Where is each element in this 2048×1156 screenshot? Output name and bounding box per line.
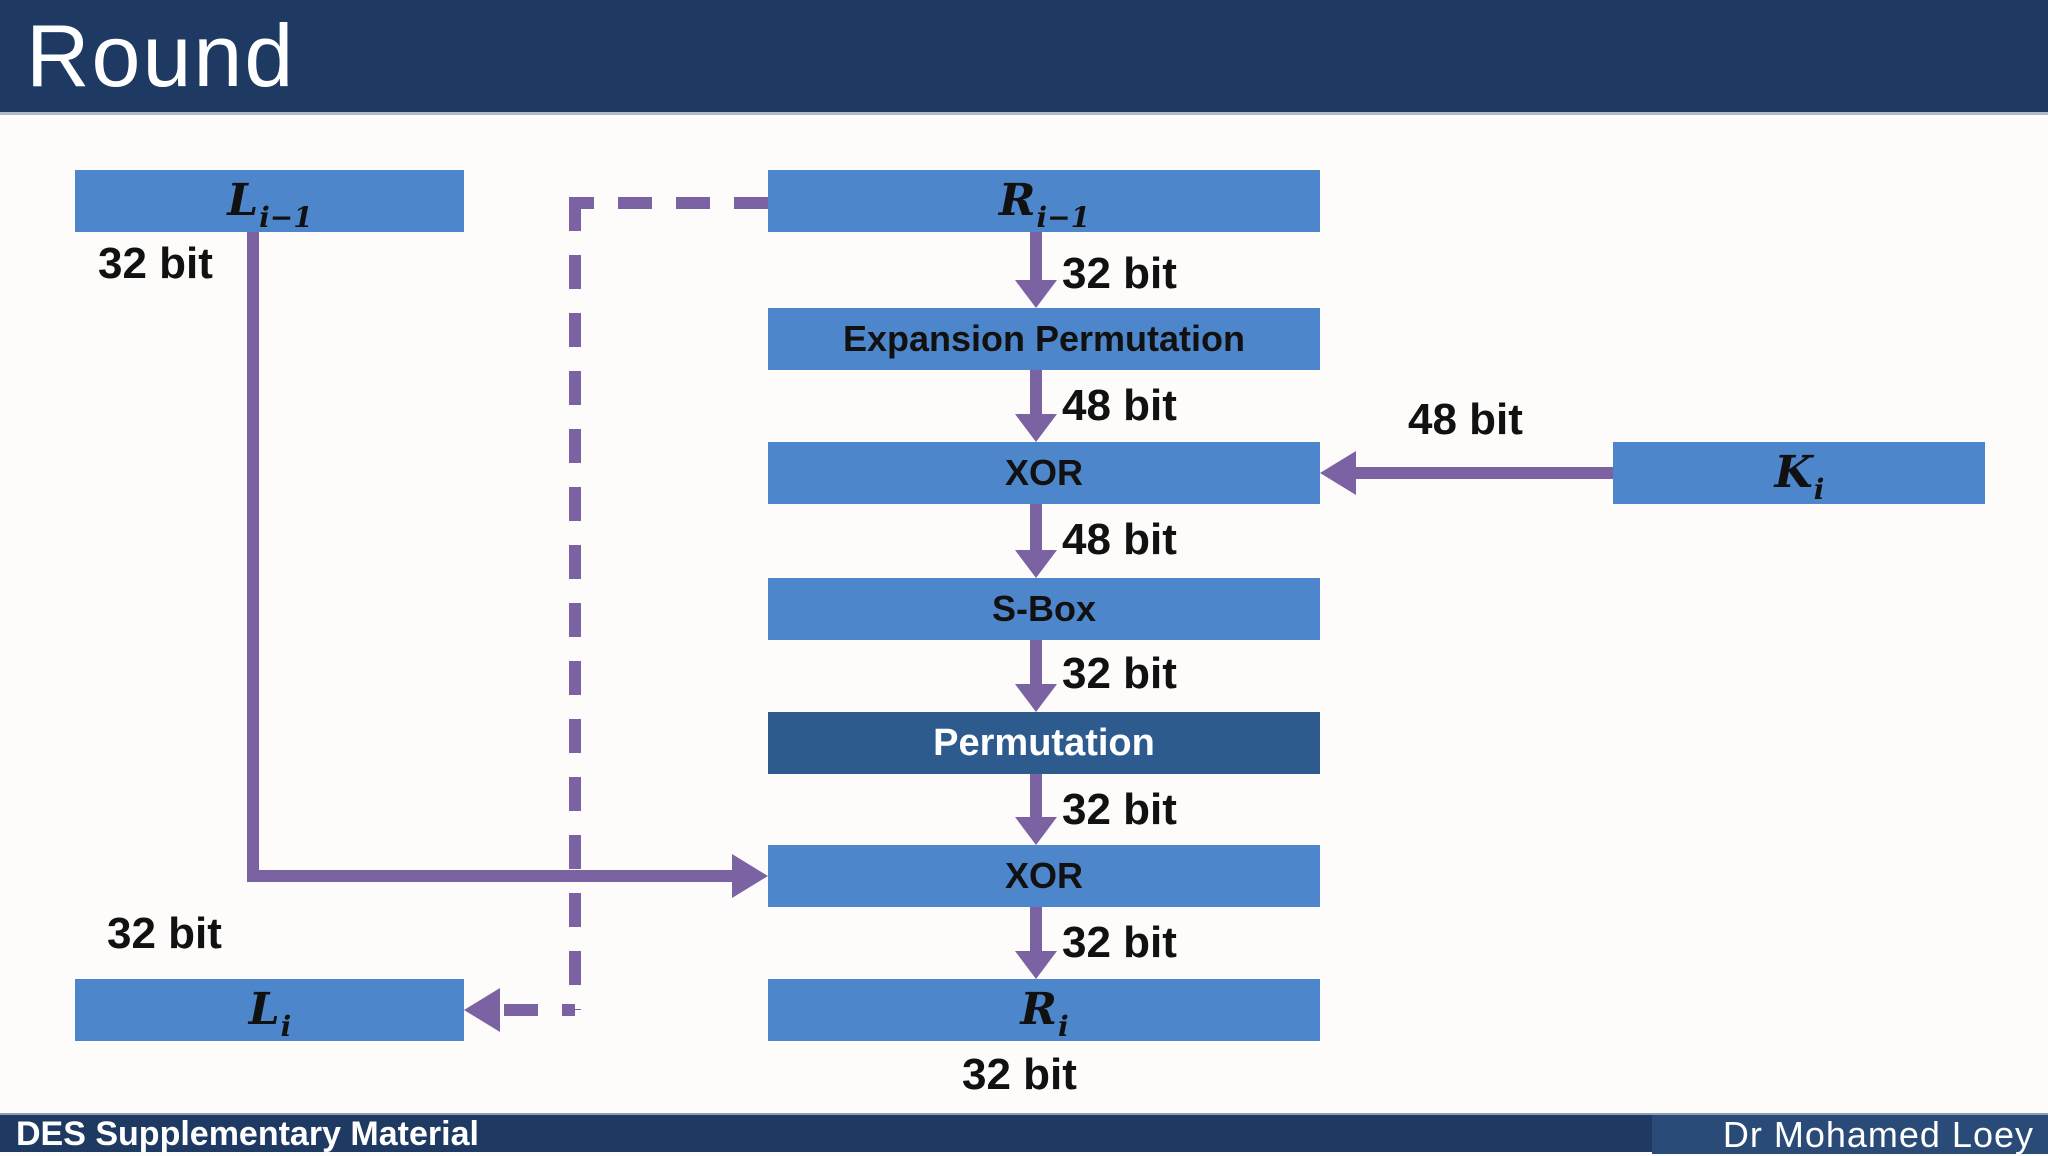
dashed-arrowhead-into-l-i [464,988,500,1032]
xor-2-label: XOR [1004,855,1083,896]
footer-material-title: DES Supplementary Material [16,1115,479,1153]
arrow-xor1-to-sbox [1030,504,1042,552]
solid-line-vertical-from-l-prev [247,232,259,882]
box-s-box: S-Box [768,578,1320,640]
bit-label-l-i-in: 32 bit [107,909,222,958]
bit-label-expansion-out: 48 bit [1062,381,1177,430]
arrow-expansion-to-xor1 [1030,370,1042,416]
box-xor-1: XOR [768,442,1320,504]
arrow-r-prev-to-expansion [1030,232,1042,282]
arrowhead-xor2-to-r-i [1015,951,1057,979]
box-r-i: Ri [768,979,1320,1041]
box-l-i: Li [75,979,464,1041]
page-title: Round [26,6,296,105]
permutation-label: Permutation [933,721,1155,764]
box-xor-2: XOR [768,845,1320,907]
box-l-prev: Li−1 [75,170,464,232]
s-box-label: S-Box [991,588,1096,629]
footer-author: Dr Mohamed Loey [1722,1113,2034,1155]
arrowhead-sbox-to-permutation [1015,684,1057,712]
bit-label-xor1-out: 48 bit [1062,515,1177,564]
footer-bar: Dr Mohamed Loey DES Supplementary Materi… [0,1113,2048,1155]
l-prev-label: Li−1 [227,175,313,234]
header-bar: Round [0,0,2048,115]
box-r-prev: Ri−1 [768,170,1320,232]
dashed-line-vertical [569,197,581,1010]
expansion-permutation-label: Expansion Permutation [842,318,1246,359]
bit-label-xor2-out: 32 bit [1062,918,1177,967]
arrow-sbox-to-permutation [1030,640,1042,686]
footer-author-box: Dr Mohamed Loey [1652,1113,2048,1155]
bit-label-permutation-out: 32 bit [1062,785,1177,834]
bit-label-l-prev: 32 bit [98,239,213,288]
solid-line-horizontal-to-xor2 [247,870,732,882]
arrowhead-r-prev-to-expansion [1015,280,1057,308]
bit-label-key-in: 48 bit [1408,395,1523,444]
bit-label-sbox-out: 32 bit [1062,649,1177,698]
xor-1-label: XOR [1004,452,1083,493]
solid-arrowhead-into-xor2 [732,854,768,898]
arrow-k-i-to-xor1 [1348,467,1613,479]
arrowhead-xor1-to-sbox [1015,550,1057,578]
r-i-label: Ri [1020,984,1069,1043]
arrow-permutation-to-xor2 [1030,774,1042,819]
r-prev-label: Ri−1 [998,175,1091,234]
l-i-label: Li [248,984,292,1043]
box-permutation: Permutation [768,712,1320,774]
box-k-i: Ki [1613,442,1985,504]
arrow-xor2-to-r-i [1030,907,1042,953]
bit-label-r-i-out: 32 bit [962,1050,1077,1099]
arrowhead-permutation-to-xor2 [1015,817,1057,845]
bit-label-r-prev-out: 32 bit [1062,249,1177,298]
dashed-line-bottom-horizontal [504,1004,575,1016]
k-i-label: Ki [1774,447,1825,506]
arrowhead-k-i-to-xor1 [1320,451,1356,495]
dashed-line-top-horizontal [575,197,768,209]
box-expansion-permutation: Expansion Permutation [768,308,1320,370]
arrowhead-expansion-to-xor1 [1015,414,1057,442]
